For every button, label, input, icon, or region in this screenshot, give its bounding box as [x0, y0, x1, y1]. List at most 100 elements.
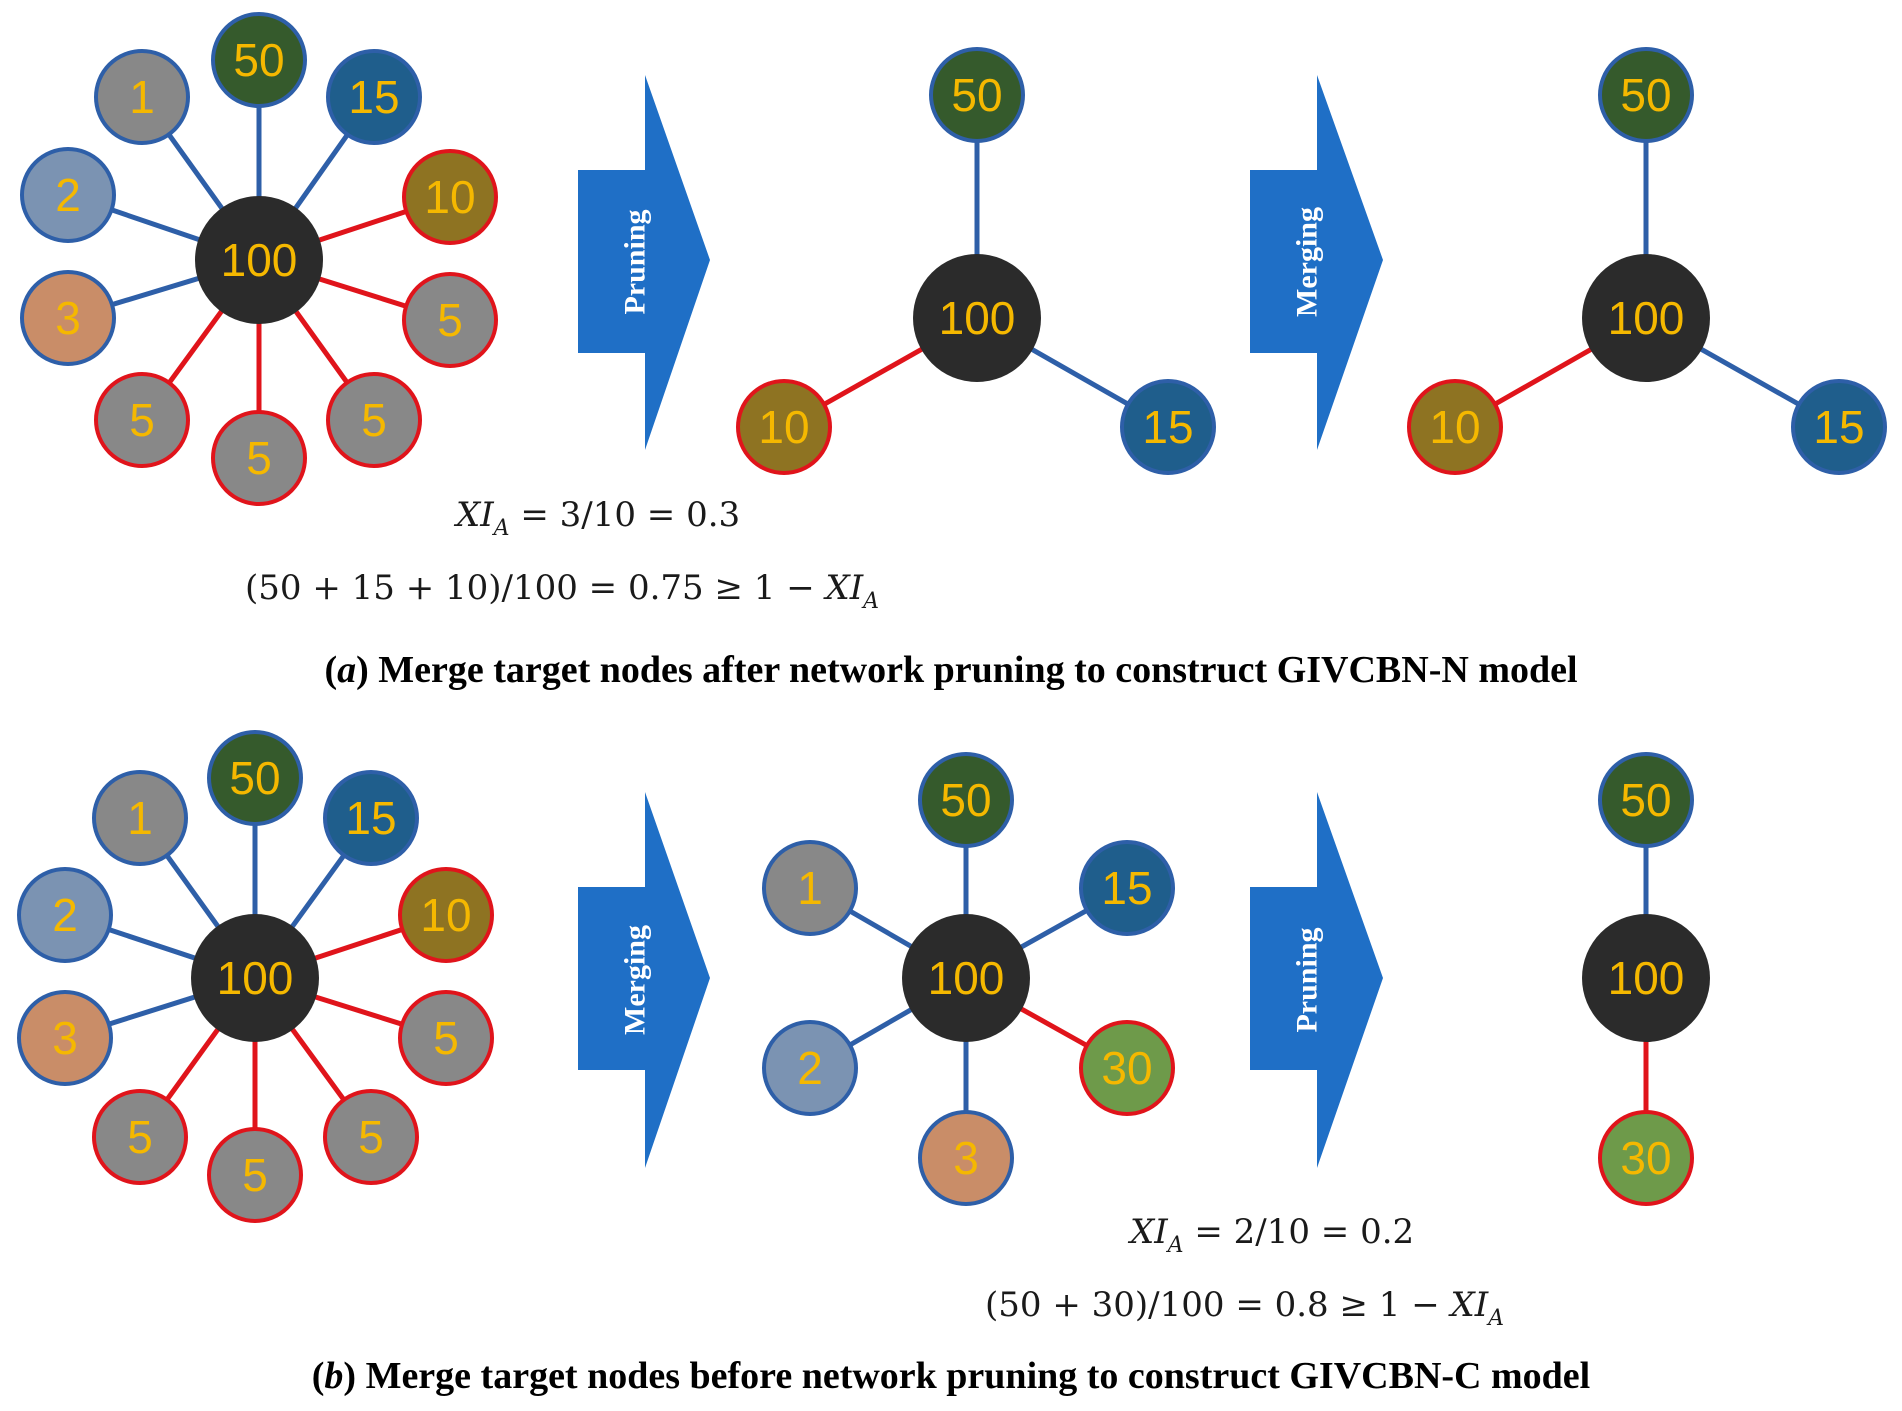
node-label: 10	[424, 171, 475, 223]
process-arrow: Pruning	[1250, 792, 1383, 1168]
graph-node: 5	[211, 410, 307, 506]
node-label: 1	[797, 862, 823, 914]
center-node-label: 100	[928, 952, 1005, 1004]
formula-var: XI	[453, 495, 494, 535]
graph-node: 5	[323, 1089, 419, 1185]
formula-rhs: = 2/10 = 0.2	[1184, 1212, 1415, 1252]
graph-node: 10	[1407, 379, 1503, 475]
process-arrow: Merging	[578, 792, 710, 1168]
panel-b: 1 2 3 50 15 10	[17, 730, 1710, 1397]
center-node: 100	[1582, 914, 1710, 1042]
node-label: 15	[345, 792, 396, 844]
caption-a: (a) Merge target nodes after network pru…	[324, 649, 1577, 691]
node-label: 5	[246, 432, 272, 484]
panel-b-pruned-graph: 50 30 100	[1582, 752, 1710, 1206]
node-label: 15	[1813, 401, 1864, 453]
graph-node: 15	[1120, 379, 1216, 475]
graph-node: 5	[402, 272, 498, 368]
formula-ratio: (50 + 30)/100 = 0.8 ≥ 1 − XIA	[985, 1285, 1504, 1331]
node-label: 30	[1101, 1042, 1152, 1094]
center-node-label: 100	[221, 234, 298, 286]
formula-subscript: A	[861, 589, 879, 614]
node-label: 3	[953, 1132, 979, 1184]
panel-b-merged-graph: 50 1 15 2 3 30	[762, 752, 1175, 1206]
center-node-label: 100	[217, 952, 294, 1004]
node-label: 15	[348, 71, 399, 123]
node-label: 5	[242, 1149, 268, 1201]
node-label: 50	[229, 752, 280, 804]
formula-text: (50 + 30)/100 = 0.8 ≥ 1 −	[985, 1285, 1451, 1325]
node-label: 1	[127, 792, 153, 844]
graph-node: 50	[918, 752, 1014, 848]
graph-node: 50	[211, 12, 307, 108]
formula-text: (50 + 15 + 10)/100 = 0.75 ≥ 1 −	[245, 568, 826, 608]
node-label: 5	[361, 394, 387, 446]
graph-node: 10	[736, 379, 832, 475]
node-label: 50	[1620, 774, 1671, 826]
node-label: 10	[1429, 401, 1480, 453]
node-label: 15	[1142, 401, 1193, 453]
process-arrow: Merging	[1250, 75, 1383, 450]
node-label: 50	[951, 69, 1002, 121]
panel-a-merged-graph: 50 10 15 100	[1407, 47, 1887, 475]
process-arrow: Pruning	[578, 75, 710, 450]
graph-node: 3	[20, 270, 116, 366]
graph-node: 5	[207, 1127, 303, 1223]
formula-xi: XIA = 3/10 = 0.3	[453, 495, 740, 541]
formula-ratio: (50 + 15 + 10)/100 = 0.75 ≥ 1 − XIA	[245, 568, 879, 614]
formula-rhs: = 3/10 = 0.3	[510, 495, 741, 535]
panel-b-full-graph: 1 2 3 50 15 10	[17, 730, 494, 1223]
panel-a-full-graph: 1 2 3 50 15 10	[20, 12, 498, 506]
center-node: 100	[191, 914, 319, 1042]
caption-part-letter: b	[324, 1355, 343, 1397]
graph-node: 2	[17, 867, 113, 963]
node-label: 5	[437, 294, 463, 346]
center-node-label: 100	[1608, 952, 1685, 1004]
node-label: 10	[420, 889, 471, 941]
caption-text: Merge target nodes after network pruning…	[378, 649, 1577, 691]
caption-b: (b) Merge target nodes before network pr…	[312, 1355, 1590, 1397]
node-label: 3	[55, 292, 81, 344]
graph-node: 5	[94, 372, 190, 468]
graph-node: 5	[398, 990, 494, 1086]
node-label: 5	[433, 1012, 459, 1064]
graph-node: 50	[1598, 752, 1694, 848]
formula-subscript: A	[1486, 1306, 1504, 1331]
caption-text: Merge target nodes before network prunin…	[366, 1355, 1591, 1397]
arrow-label: Merging	[1291, 207, 1324, 317]
node-label: 5	[358, 1111, 384, 1163]
graph-node: 15	[323, 770, 419, 866]
node-label: 30	[1620, 1132, 1671, 1184]
graph-node: 15	[1079, 840, 1175, 936]
panel-a-pruned-graph: 50 10 15 100	[736, 47, 1216, 475]
graph-node: 2	[762, 1020, 858, 1116]
caption-part-letter: a	[337, 649, 356, 691]
graph-node: 50	[207, 730, 303, 826]
graph-node: 1	[94, 49, 190, 145]
center-node: 100	[902, 914, 1030, 1042]
node-label: 10	[758, 401, 809, 453]
arrow-label: Pruning	[619, 209, 652, 314]
graph-node: 50	[1598, 47, 1694, 143]
graph-node: 5	[92, 1089, 188, 1185]
center-node: 100	[913, 254, 1041, 382]
node-label: 5	[127, 1111, 153, 1163]
center-node-label: 100	[939, 292, 1016, 344]
graph-node: 3	[17, 990, 113, 1086]
graph-node: 3	[918, 1110, 1014, 1206]
panel-a: 1 2 3 50 15 10	[20, 12, 1887, 691]
arrow-label: Pruning	[1291, 927, 1324, 1032]
node-label: 2	[55, 169, 81, 221]
graph-node: 30	[1598, 1110, 1694, 1206]
graph-node: 10	[402, 149, 498, 245]
formula-subscript: A	[492, 516, 510, 541]
graph-node: 15	[326, 49, 422, 145]
node-label: 3	[52, 1012, 78, 1064]
formula-subscript: A	[1166, 1233, 1184, 1258]
formula-var: XI	[1127, 1212, 1168, 1252]
node-label: 1	[129, 71, 155, 123]
node-label: 50	[1620, 69, 1671, 121]
node-label: 50	[940, 774, 991, 826]
graph-node: 15	[1791, 379, 1887, 475]
graph-node: 50	[929, 47, 1025, 143]
